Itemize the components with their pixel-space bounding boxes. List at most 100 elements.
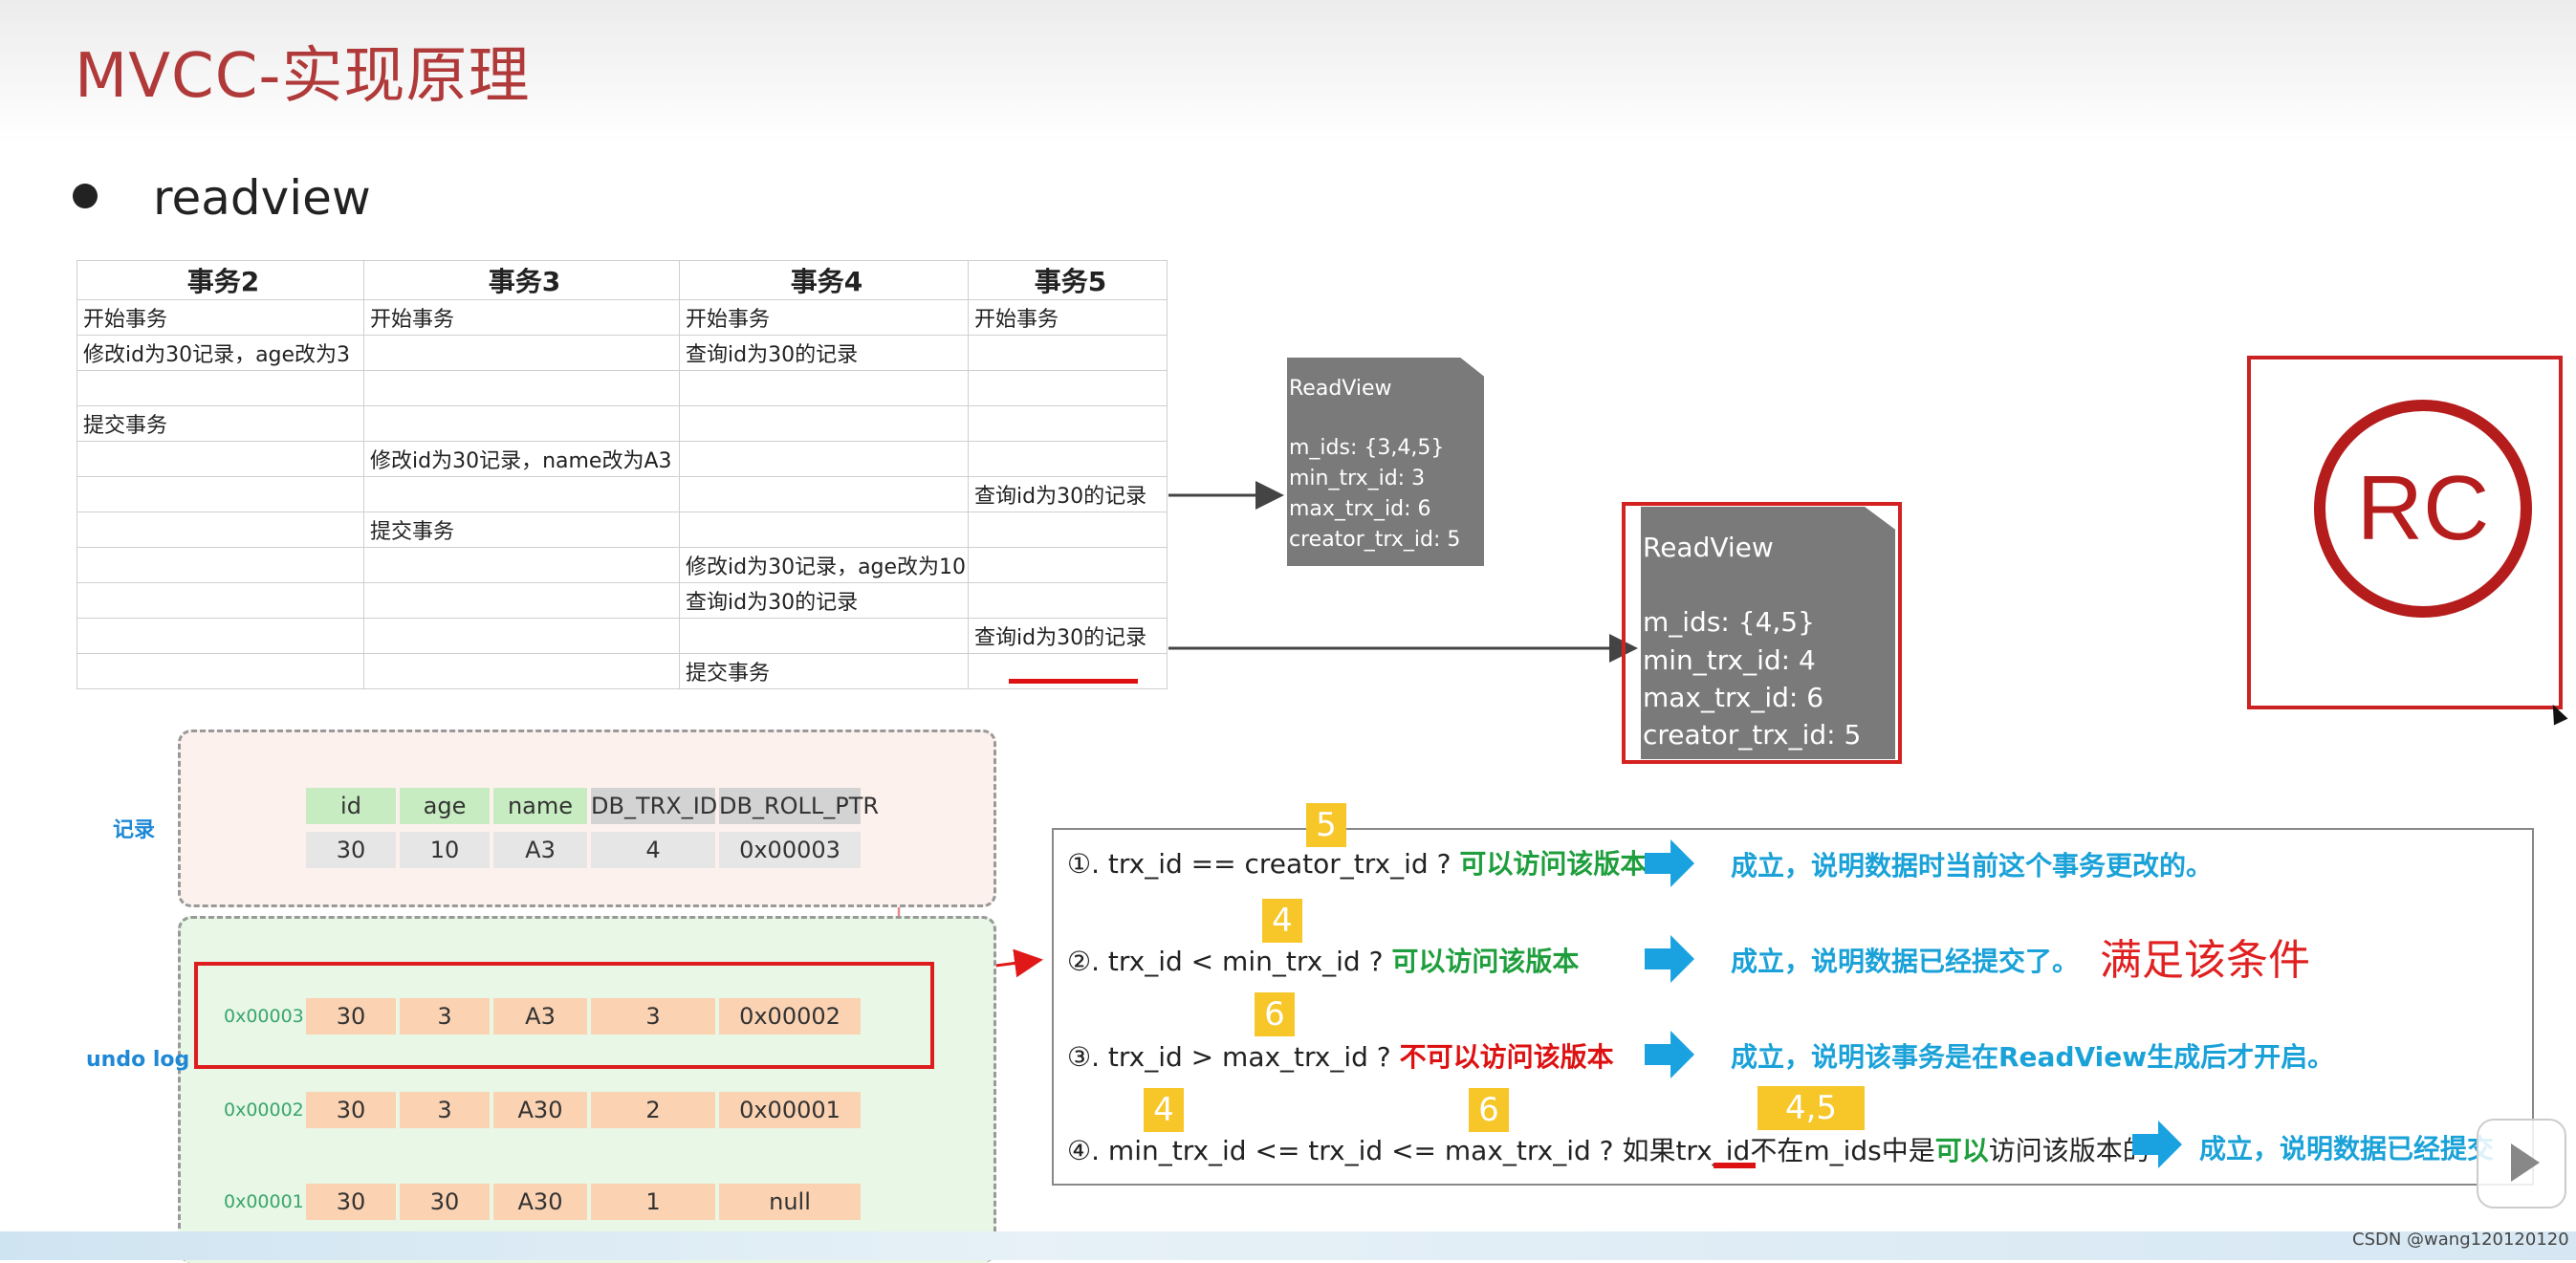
condition-1-verdict: 可以访问该版本 bbox=[1459, 848, 1648, 880]
table-cell bbox=[968, 512, 1168, 548]
table-cell: 开始事务 bbox=[76, 299, 364, 336]
readview2-title: ReadView bbox=[1643, 532, 1774, 563]
condition-4-can: 可以 bbox=[1934, 1135, 1989, 1166]
table-cell bbox=[76, 653, 364, 689]
readview2-creator: creator_trx_id: 5 bbox=[1643, 719, 1862, 751]
table-cell bbox=[968, 582, 1168, 619]
badge-4b: 4 bbox=[1144, 1088, 1184, 1132]
record-header: name bbox=[493, 788, 587, 824]
table-cell bbox=[363, 335, 680, 371]
not-in-underline bbox=[1714, 1163, 1756, 1168]
table-cell bbox=[363, 476, 680, 512]
readview2-min: min_trx_id: 4 bbox=[1643, 644, 1816, 676]
condition-2-verdict: 可以访问该版本 bbox=[1391, 946, 1580, 977]
condition-3-num: ③. bbox=[1067, 1041, 1101, 1073]
condition-1-num: ①. bbox=[1067, 848, 1101, 880]
undo-cell: 2 bbox=[591, 1092, 715, 1128]
undo-cell: 30 bbox=[400, 1184, 490, 1220]
table-cell bbox=[968, 405, 1168, 442]
footer-wave bbox=[0, 1231, 2576, 1260]
undo-log-label: undo log bbox=[86, 1048, 190, 1072]
undo-cell: 0x00002 bbox=[719, 998, 861, 1034]
record-header: DB_TRX_ID bbox=[591, 788, 717, 824]
rc-stamp-label: RC bbox=[2356, 457, 2490, 559]
table-cell bbox=[679, 618, 969, 654]
satisfy-note: 满足该条件 bbox=[2100, 936, 2310, 985]
table-cell: 修改id为30记录，name改为A3 bbox=[363, 441, 680, 477]
undo-cell: A3 bbox=[493, 998, 587, 1034]
result-4: 成立，说明数据已经提交 bbox=[2199, 1133, 2495, 1165]
badge-45: 4,5 bbox=[1757, 1086, 1865, 1130]
record-header: age bbox=[400, 788, 490, 824]
condition-1: ①. trx_id == creator_trx_id ? 可以访问该版本 bbox=[1067, 843, 1647, 882]
bullet-dot bbox=[73, 184, 98, 208]
table-cell bbox=[679, 512, 969, 548]
result-2: 成立，说明数据已经提交了。 bbox=[1731, 946, 2080, 977]
table-cell: 查询id为30的记录 bbox=[968, 618, 1168, 654]
readview1-m-ids: m_ids: {3,4,5} bbox=[1289, 436, 1445, 460]
table-cell bbox=[679, 441, 969, 477]
condition-2-num: ②. bbox=[1067, 946, 1101, 977]
undo-cell: 3 bbox=[400, 1092, 490, 1128]
condition-4: ④. min_trx_id <= trx_id <= max_trx_id ? … bbox=[1067, 1130, 2150, 1168]
table-cell bbox=[76, 547, 364, 583]
table-cell: 修改id为30记录，age改为3 bbox=[76, 335, 364, 371]
table-cell: 查询id为30的记录 bbox=[679, 335, 969, 371]
query-underline bbox=[1009, 679, 1138, 684]
readview2-highlight bbox=[1622, 502, 1902, 764]
readview1-creator: creator_trx_id: 5 bbox=[1289, 528, 1461, 552]
condition-1-expr: trx_id == creator_trx_id ? bbox=[1107, 848, 1452, 880]
condition-3-verdict: 不可以访问该版本 bbox=[1399, 1041, 1614, 1073]
table-cell: 开始事务 bbox=[679, 299, 969, 336]
undo-cell: 1 bbox=[591, 1184, 715, 1220]
badge-6b: 6 bbox=[1469, 1088, 1509, 1132]
condition-2-expr: trx_id < min_trx_id ? bbox=[1107, 946, 1384, 977]
undo-cell: 3 bbox=[591, 998, 715, 1034]
table-row: 查询id为30的记录 bbox=[76, 618, 1168, 654]
readview2-m-ids: m_ids: {4,5} bbox=[1643, 606, 1815, 638]
page-title: MVCC-实现原理 bbox=[75, 41, 531, 112]
play-icon[interactable] bbox=[2477, 1119, 2566, 1209]
col-tx5: 事务5 bbox=[968, 260, 1168, 300]
record-value: 10 bbox=[400, 832, 490, 868]
readview1-min: min_trx_id: 3 bbox=[1289, 467, 1426, 490]
undo-cell: A30 bbox=[493, 1184, 587, 1220]
condition-4-mids: m_ids中是 bbox=[1803, 1135, 1935, 1166]
undo-address: 0x00001 bbox=[224, 1191, 304, 1212]
undo-address: 0x00003 bbox=[224, 1006, 304, 1027]
undo-cell: 0x00001 bbox=[719, 1092, 861, 1128]
table-cell: 修改id为30记录，age改为10 bbox=[679, 547, 969, 583]
undo-cell: 3 bbox=[400, 998, 490, 1034]
table-cell: 查询id为30的记录 bbox=[968, 476, 1168, 512]
watermark: CSDN @wang120120120 bbox=[2352, 1230, 2569, 1250]
record-label: 记录 bbox=[113, 818, 156, 842]
condition-3: ③. trx_id > max_trx_id ? 不可以访问该版本 bbox=[1067, 1036, 1614, 1075]
record-value: 4 bbox=[591, 832, 715, 868]
undo-address: 0x00002 bbox=[224, 1100, 304, 1121]
title-band bbox=[0, 0, 2576, 143]
table-cell bbox=[968, 370, 1168, 406]
readview1-max: max_trx_id: 6 bbox=[1289, 497, 1431, 521]
result-1: 成立，说明数据时当前这个事务更改的。 bbox=[1731, 850, 2214, 882]
readview-card-1: ReadView m_ids: {3,4,5} min_trx_id: 3 ma… bbox=[1287, 358, 1484, 566]
undo-cell: 30 bbox=[306, 1184, 396, 1220]
table-cell bbox=[363, 653, 680, 689]
record-value: A3 bbox=[493, 832, 587, 868]
readview1-title: ReadView bbox=[1289, 377, 1392, 401]
condition-4-expr: min_trx_id <= trx_id <= max_trx_id ? bbox=[1107, 1135, 1614, 1166]
table-cell bbox=[363, 618, 680, 654]
readview-card-2: ReadView m_ids: {4,5} min_trx_id: 4 max_… bbox=[1641, 507, 1895, 759]
condition-4-tail: 访问该版本的 bbox=[1988, 1135, 2150, 1166]
readview2-max: max_trx_id: 6 bbox=[1643, 682, 1824, 713]
undo-cell: 30 bbox=[306, 1092, 396, 1128]
condition-3-expr: trx_id > max_trx_id ? bbox=[1107, 1041, 1391, 1073]
record-header: DB_ROLL_PTR bbox=[719, 788, 879, 824]
table-row: 修改id为30记录，age改为10 bbox=[76, 547, 1168, 583]
table-row: 开始事务开始事务开始事务开始事务 bbox=[76, 299, 1168, 336]
table-row: 修改id为30记录，age改为3 查询id为30的记录 bbox=[76, 335, 1168, 371]
undo-cell: A30 bbox=[493, 1092, 587, 1128]
badge-4: 4 bbox=[1262, 899, 1302, 943]
bullet-readview: readview bbox=[153, 170, 371, 226]
table-cell: 提交事务 bbox=[679, 653, 969, 689]
undo-cell: 30 bbox=[306, 998, 396, 1034]
